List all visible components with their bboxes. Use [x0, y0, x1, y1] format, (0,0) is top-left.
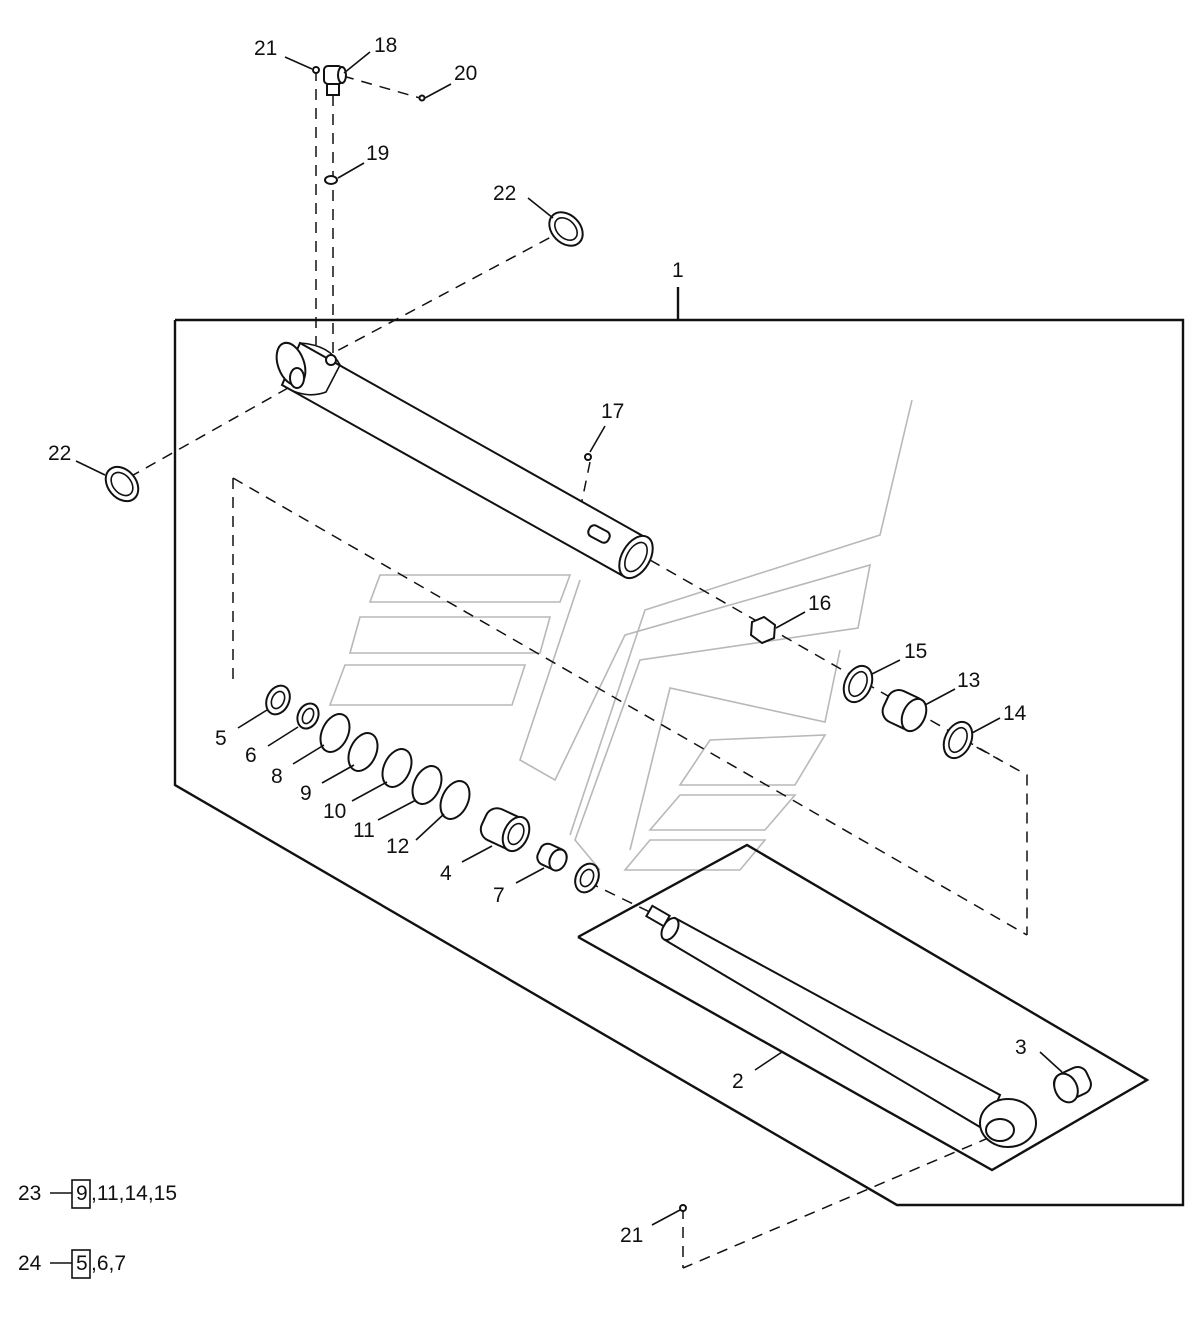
callout-10: 10 — [323, 800, 346, 823]
callout-17: 17 — [601, 400, 624, 423]
callout-18: 18 — [374, 34, 397, 57]
o-ring-11 — [411, 765, 443, 805]
kit-parts: ,6,7 — [91, 1252, 126, 1275]
callout-11: 11 — [353, 819, 375, 842]
callout-13: 13 — [957, 669, 980, 692]
o-ring-9 — [347, 732, 379, 772]
ring-14 — [942, 720, 974, 760]
callout-5: 5 — [215, 727, 227, 750]
callout-4: 4 — [440, 862, 452, 885]
grease-fitting-17 — [584, 453, 592, 461]
wear-ring-7 — [536, 842, 568, 872]
snap-ring-22-left — [104, 465, 140, 503]
o-ring-12 — [439, 780, 471, 820]
callout-15: 15 — [904, 640, 927, 663]
callout-3: 3 — [1015, 1036, 1027, 1059]
kit-boxed-part: 9 — [76, 1182, 88, 1205]
bushing — [1052, 1065, 1092, 1104]
cylinder-barrel — [275, 341, 654, 580]
gland-13 — [881, 689, 928, 733]
callout-22-left: 22 — [48, 442, 71, 465]
piston-rod — [644, 904, 1037, 1148]
snap-ring-22-top — [548, 211, 584, 247]
callout-7: 7 — [493, 884, 505, 907]
kit-parts: ,11,14,15 — [91, 1182, 177, 1205]
kit-number: 24 — [18, 1252, 42, 1275]
grease-fitting-21-bottom — [679, 1204, 687, 1212]
grease-fitting-21-top — [312, 66, 320, 74]
plug-20 — [418, 94, 426, 102]
assembly-1-frame — [173, 318, 1185, 1207]
callout-19: 19 — [366, 142, 389, 165]
o-ring-8 — [319, 713, 351, 753]
kit-legend-24: 24 5 ,6,7 — [18, 1249, 126, 1279]
nut-16 — [749, 615, 777, 645]
seal-5 — [265, 684, 291, 716]
ring-15 — [842, 664, 874, 704]
callout-21-bottom: 21 — [620, 1224, 643, 1247]
kit-boxed-part: 5 — [76, 1252, 88, 1275]
o-ring-19 — [324, 175, 338, 185]
kit-legend-23: 23 9 ,11,14,15 — [18, 1179, 177, 1209]
callout-8: 8 — [271, 765, 283, 788]
kit-number: 23 — [18, 1182, 41, 1205]
watermark-logo — [328, 399, 913, 871]
leader-lines — [75, 51, 1063, 1226]
piston — [479, 807, 531, 853]
rod-assembly-frame — [577, 843, 1150, 1172]
callout-14: 14 — [1003, 702, 1027, 725]
seal-unlabeled — [574, 862, 600, 894]
callout-9: 9 — [300, 782, 312, 805]
callout-6: 6 — [245, 744, 257, 767]
callout-16: 16 — [808, 592, 831, 615]
callout-12: 12 — [386, 835, 409, 858]
callout-22-top: 22 — [493, 182, 516, 205]
elbow-fitting-18 — [323, 65, 347, 96]
callout-2: 2 — [732, 1070, 744, 1093]
o-ring-10 — [381, 748, 413, 788]
callout-21-top: 21 — [254, 37, 277, 60]
callout-20: 20 — [454, 62, 477, 85]
callout-1: 1 — [672, 259, 684, 282]
